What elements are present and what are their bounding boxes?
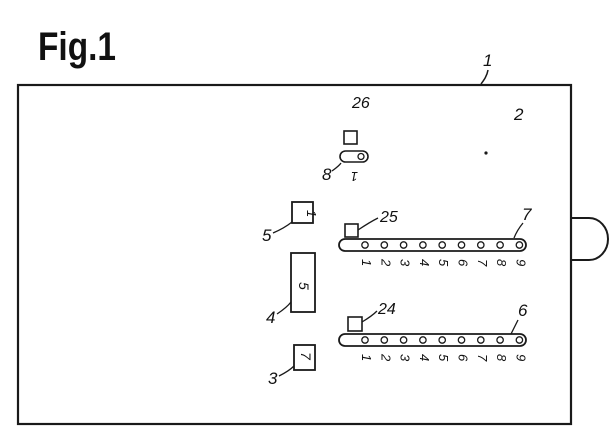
label-window-box: 4 [266,308,275,327]
slot-hole [515,336,524,344]
slot-number: 2 [378,258,393,267]
slot-number: 7 [475,354,490,362]
leader-small-box [272,221,293,234]
label-housing: 1 [483,51,492,70]
marker-lower [347,316,363,332]
single-slot [339,150,369,163]
leader-marker-upper [357,217,379,231]
slot-hole [419,241,427,249]
slot-number: 6 [456,259,471,267]
slot-number: 2 [378,353,393,362]
slot-hole [496,336,504,344]
label-single-slot: 8 [322,165,332,184]
slot-number: 3 [398,259,413,267]
leader-housing [480,69,489,85]
label-slot-row-lower: 6 [518,301,528,320]
single-slot-hole [357,152,365,161]
slot-hole [399,336,408,344]
slot-hole [380,241,389,249]
slot-hole [457,241,466,249]
panel-dot [484,151,488,155]
slot-hole [438,241,447,249]
slot-number: 3 [398,354,413,362]
slot-number: 8 [494,354,509,362]
label-marker-upper: 25 [379,209,398,226]
window-box-digit: 5 [296,282,312,290]
label-small-box: 5 [262,226,272,245]
slot-number: 5 [436,259,451,267]
slot-hole [361,241,369,249]
slot-number: 9 [513,354,528,361]
leader-marker-lower [361,310,378,323]
slot-hole [496,241,504,249]
key-box-digit: 7 [298,352,314,361]
slot-number: 9 [513,259,528,266]
slot-hole [438,336,447,344]
leader-window-box [276,301,292,315]
slot-hole [476,336,485,344]
label-marker-top: 26 [351,95,370,112]
slot-hole [515,241,524,249]
label-marker-lower: 24 [377,301,396,318]
slot-number: 8 [494,259,509,267]
slot-number: 6 [456,354,471,362]
figure-title: Fig.1 [38,25,116,69]
slot-hole [380,336,389,344]
leader-key-box [278,365,295,377]
slot-hole [419,336,427,344]
leader-slot-row-upper [513,222,524,239]
marker-upper [344,223,359,238]
slot-hole [399,241,408,249]
slot-number: 7 [475,259,490,267]
slot-row-lower [338,333,527,347]
label-slot-row-upper: 7 [522,205,532,224]
slot-holes-lower [361,336,524,344]
small-box [291,201,314,224]
label-panel: 2 [513,105,524,124]
slot-row-upper [338,238,527,252]
leader-slot-row-lower [510,319,519,335]
slot-number: 1 [359,259,374,266]
slot-hole [457,336,466,344]
slot-number: 4 [417,259,432,266]
side-knob [571,217,609,261]
slot-number: 1 [359,354,374,361]
label-key-box: 3 [268,369,278,388]
slot-hole [361,336,369,344]
housing-outline [16,83,573,426]
slot-holes-upper [361,241,524,249]
slot-number: 4 [417,354,432,361]
key-box [293,344,316,371]
small-box-digit: 1 [304,210,319,217]
leader-single-slot [331,162,342,172]
window-box [290,252,316,313]
slot-number: 5 [436,354,451,362]
marker-top [343,130,358,145]
single-slot-digit: 1 [351,169,358,184]
slot-hole [476,241,485,249]
